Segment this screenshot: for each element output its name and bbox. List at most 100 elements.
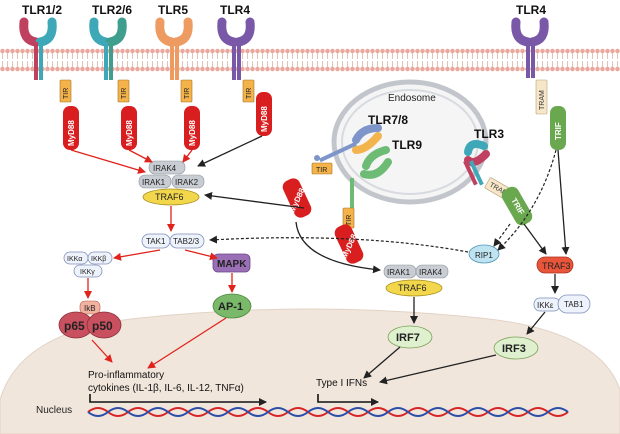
irak-traf6-endosomal: IRAK1 IRAK4 TRAF6	[383, 264, 449, 297]
irf7-label: IRF7	[396, 332, 420, 344]
arrow-myd88-irak-endosomal	[295, 221, 381, 274]
irak2-label: IRAK2	[175, 178, 199, 187]
tir-label: TIR	[121, 88, 128, 99]
tlr4-receptor	[217, 17, 255, 80]
tram-label: TRAM	[539, 90, 546, 110]
tir-label: TIR	[63, 88, 70, 99]
tlr12-label: TLR1/2	[22, 3, 62, 17]
tab23-label: TAB2/3	[173, 237, 200, 246]
dna-helix	[87, 407, 569, 417]
tir-label: TIR	[316, 167, 327, 174]
tlr78-label: TLR7/8	[368, 113, 408, 127]
irak4-label: IRAK4	[153, 164, 177, 173]
arrow-trif-rip1	[497, 149, 557, 251]
irf3-label: IRF3	[502, 343, 526, 355]
tram-trif-tlr4: TRAM TRIF	[535, 79, 566, 150]
p50-label: p50	[92, 319, 113, 333]
p65-label: p65	[64, 319, 85, 333]
ikkb-label: IKKβ	[91, 256, 106, 263]
tlr12-receptor	[19, 17, 57, 80]
tlr5-label: TLR5	[158, 3, 188, 17]
arrow-trif-traf3	[557, 149, 570, 255]
ifn-output: Type I IFNs	[316, 378, 379, 406]
tlr26-label: TLR2/6	[92, 3, 132, 17]
traf3-label: TRAF3	[542, 261, 571, 271]
trif-label: TRIF	[554, 122, 563, 140]
tlr5-receptor	[155, 17, 193, 80]
arrow-ikke-irf3	[526, 311, 546, 335]
arrow-irf3-ifn	[379, 354, 497, 385]
traf6-label: TRAF6	[398, 283, 427, 293]
tlr9-label: TLR9	[392, 138, 422, 152]
irak-traf6-complex: IRAK4 IRAK1 IRAK2 TRAF6	[138, 160, 205, 206]
arrow-tak1-mapk	[184, 249, 218, 261]
ikb-label: IkB	[84, 304, 96, 313]
tab1-label: TAB1	[564, 300, 584, 309]
rip1-node: RIP1	[468, 244, 500, 264]
myd88-label: MyD88	[67, 120, 76, 146]
arrow-trif-traf3	[523, 223, 547, 255]
arrow-rip1-tak1	[209, 235, 469, 253]
irf7-node: IRF7	[387, 325, 433, 349]
ikkg-label: IKKγ	[80, 269, 95, 276]
tir-myd88-tlr4: TIR MyD88	[242, 79, 272, 136]
tir-myd88-tlr5: TIR MyD88	[180, 79, 200, 150]
mapk-node: MAPK	[212, 253, 251, 273]
irak4-label: IRAK4	[419, 268, 443, 277]
ap1-label: AP-1	[218, 301, 243, 313]
arrow-endosomal-traf6	[204, 191, 305, 209]
tlr4-label: TLR4	[220, 3, 250, 17]
traf6-label: TRAF6	[155, 192, 184, 202]
myd88-label: MyD88	[260, 106, 269, 132]
irak1-label: IRAK1	[387, 268, 411, 277]
tlr4-right-label: TLR4	[516, 3, 546, 17]
cytokines-line2: cytokines (IL-1β, IL-6, IL-12, TNFα)	[88, 383, 244, 394]
nucleus-label: Nucleus	[36, 405, 72, 416]
ikk-complex: IKKα IKKβ IKKγ	[63, 251, 113, 278]
tlr3-label: TLR3	[474, 127, 504, 141]
arrow-myd88-irak	[70, 149, 146, 174]
tir-myd88-tlr12: TIR MyD88	[59, 79, 79, 150]
arrow-nfkb-cytokines	[91, 339, 113, 363]
arrow-trif-rip1	[493, 223, 511, 247]
tak1-label: TAK1	[146, 237, 166, 246]
myd88-tlr78: MyD88	[282, 178, 312, 218]
rip1-label: RIP1	[475, 251, 493, 260]
nfkb-complex: IkB p65 p50	[58, 300, 122, 339]
tlr26-receptor	[89, 17, 127, 80]
tram-trif-tlr3: TRAM TRIF	[484, 177, 533, 226]
signal-arrows	[70, 135, 570, 385]
arrow-myd88-irak	[197, 135, 263, 167]
arrow-ap1-cytokines	[147, 317, 227, 369]
tak1-tab-complex: TAK1 TAB2/3	[141, 233, 205, 249]
myd88-tlr9: MyD88	[334, 224, 364, 264]
arrow-tak1-ikk	[113, 249, 161, 261]
mapk-label: MAPK	[217, 259, 247, 270]
ikke-tab1-complex: IKKε TAB1	[533, 294, 591, 314]
irf3-node: IRF3	[493, 336, 539, 360]
tlr3-receptor	[463, 140, 490, 186]
endosome-label: Endosome	[388, 93, 436, 104]
ifn-label: Type I IFNs	[316, 378, 367, 389]
myd88-label: MyD88	[125, 120, 134, 146]
tir-label: TIR	[246, 88, 253, 99]
tlr4-right-receptor	[511, 17, 549, 78]
arrow-myd88-irak	[182, 149, 193, 163]
cytokines-line1: Pro-inflammatory	[88, 370, 164, 381]
ikka-label: IKKα	[67, 256, 82, 263]
tir-label: TIR	[184, 88, 191, 99]
cytokines-output: Pro-inflammatory cytokines (IL-1β, IL-6,…	[88, 370, 267, 406]
plasma-membrane	[0, 48, 620, 72]
arrow-irf7-ifn	[363, 346, 401, 379]
tir-label: TIR	[346, 215, 353, 226]
irak1-label: IRAK1	[142, 178, 166, 187]
tlr78-receptor: TIR	[311, 124, 382, 175]
ap1-node: AP-1	[212, 293, 252, 319]
arrow-myd88-irak	[128, 149, 153, 163]
traf3-node: TRAF3	[536, 256, 574, 274]
myd88-label: MyD88	[188, 120, 197, 146]
tir-myd88-tlr26: TIR MyD88	[117, 79, 137, 150]
tlr9-receptor: TIR	[342, 146, 392, 229]
